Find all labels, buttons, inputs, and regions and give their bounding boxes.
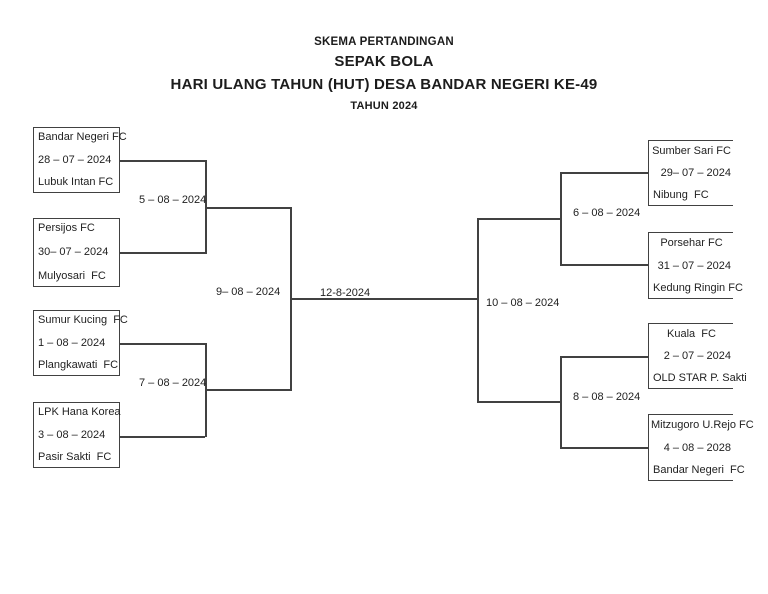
team-name: Sumur Kucing FC	[38, 314, 128, 326]
team-name: Nibung FC	[653, 189, 709, 201]
connector-line	[560, 172, 562, 265]
connector-line	[477, 218, 479, 402]
connector-line	[120, 436, 205, 438]
team-name: Mitzugoro U.Rejo FC	[651, 419, 754, 431]
event-title: HARI ULANG TAHUN (HUT) DESA BANDAR NEGER…	[170, 76, 598, 93]
round-date-label: 8 – 08 – 2024	[573, 391, 641, 403]
match-date: 3 – 08 – 2024	[38, 428, 106, 441]
connector-line	[477, 218, 561, 220]
match-date: 28 – 07 – 2024	[38, 153, 112, 166]
match-box-left-1: Bandar Negeri FC 28 – 07 – 2024 Lubuk In…	[33, 127, 127, 193]
semifinal-date-label: 9– 08 – 2024	[216, 286, 281, 298]
team-name: Plangkawati FC	[38, 359, 119, 371]
match-box-left-3: Sumur Kucing FC 1 – 08 – 2024 Plangkawat…	[33, 310, 128, 376]
connector-line	[560, 356, 562, 448]
connector-line	[560, 447, 648, 449]
match-date: 31 – 07 – 2024	[657, 259, 731, 272]
final-date-label: 12-8-2024	[320, 287, 371, 299]
team-name: Bandar Negeri FC	[653, 464, 745, 476]
match-date: 2 – 07 – 2024	[663, 350, 731, 362]
sport-title: SEPAK BOLA	[334, 53, 434, 70]
connector-line	[560, 264, 648, 266]
match-box-right-4: Mitzugoro U.Rejo FC 4 – 08 – 2028 Bandar…	[648, 414, 754, 481]
connector-line	[120, 252, 205, 254]
round-date-label: 7 – 08 – 2024	[139, 377, 207, 389]
team-name: Bandar Negeri FC	[38, 131, 127, 143]
round-date-label: 6 – 08 – 2024	[573, 207, 641, 219]
match-box-left-4: LPK Hana Korea 3 – 08 – 2024 Pasir Sakti…	[33, 402, 121, 468]
match-box-left-2: Persijos FC 30– 07 – 2024 Mulyosari FC	[33, 218, 120, 287]
connector-line	[560, 172, 648, 174]
team-name: Pasir Sakti FC	[38, 451, 112, 463]
team-name: Mulyosari FC	[38, 270, 106, 282]
team-name: LPK Hana Korea	[38, 406, 121, 418]
event-subtitle: SKEMA PERTANDINGAN	[314, 36, 454, 48]
match-box-right-1: Sumber Sari FC 29– 07 – 2024 Nibung FC	[648, 140, 733, 206]
match-date: 4 – 08 – 2028	[663, 441, 731, 454]
connector-line	[120, 343, 205, 345]
semifinal-date-label: 10 – 08 – 2024	[486, 297, 560, 309]
team-name: Persijos FC	[38, 222, 95, 234]
connector-line	[477, 401, 561, 403]
team-name: Porsehar FC	[660, 237, 723, 249]
match-date: 1 – 08 – 2024	[38, 336, 106, 349]
team-name: OLD STAR P. Sakti	[653, 372, 747, 384]
match-date: 29– 07 – 2024	[660, 167, 731, 179]
match-date: 30– 07 – 2024	[38, 246, 109, 258]
year-title: TAHUN 2024	[350, 100, 418, 112]
team-name: Lubuk Intan FC	[38, 176, 114, 188]
team-name: Kuala FC	[667, 328, 716, 340]
connector-line	[205, 207, 290, 209]
title-block: SKEMA PERTANDINGAN SEPAK BOLA HARI ULANG…	[0, 35, 768, 113]
connector-line	[120, 160, 205, 162]
match-box-right-2: Porsehar FC 31 – 07 – 2024 Kedung Ringin…	[648, 232, 743, 299]
team-name: Kedung Ringin FC	[653, 282, 743, 294]
final-connector-line	[290, 298, 478, 300]
connector-line	[560, 356, 648, 358]
match-box-right-3: Kuala FC 2 – 07 – 2024 OLD STAR P. Sakti	[648, 323, 747, 389]
team-name: Sumber Sari FC	[652, 145, 731, 157]
connector-line	[205, 389, 290, 391]
round-date-label: 5 – 08 – 2024	[139, 194, 207, 206]
